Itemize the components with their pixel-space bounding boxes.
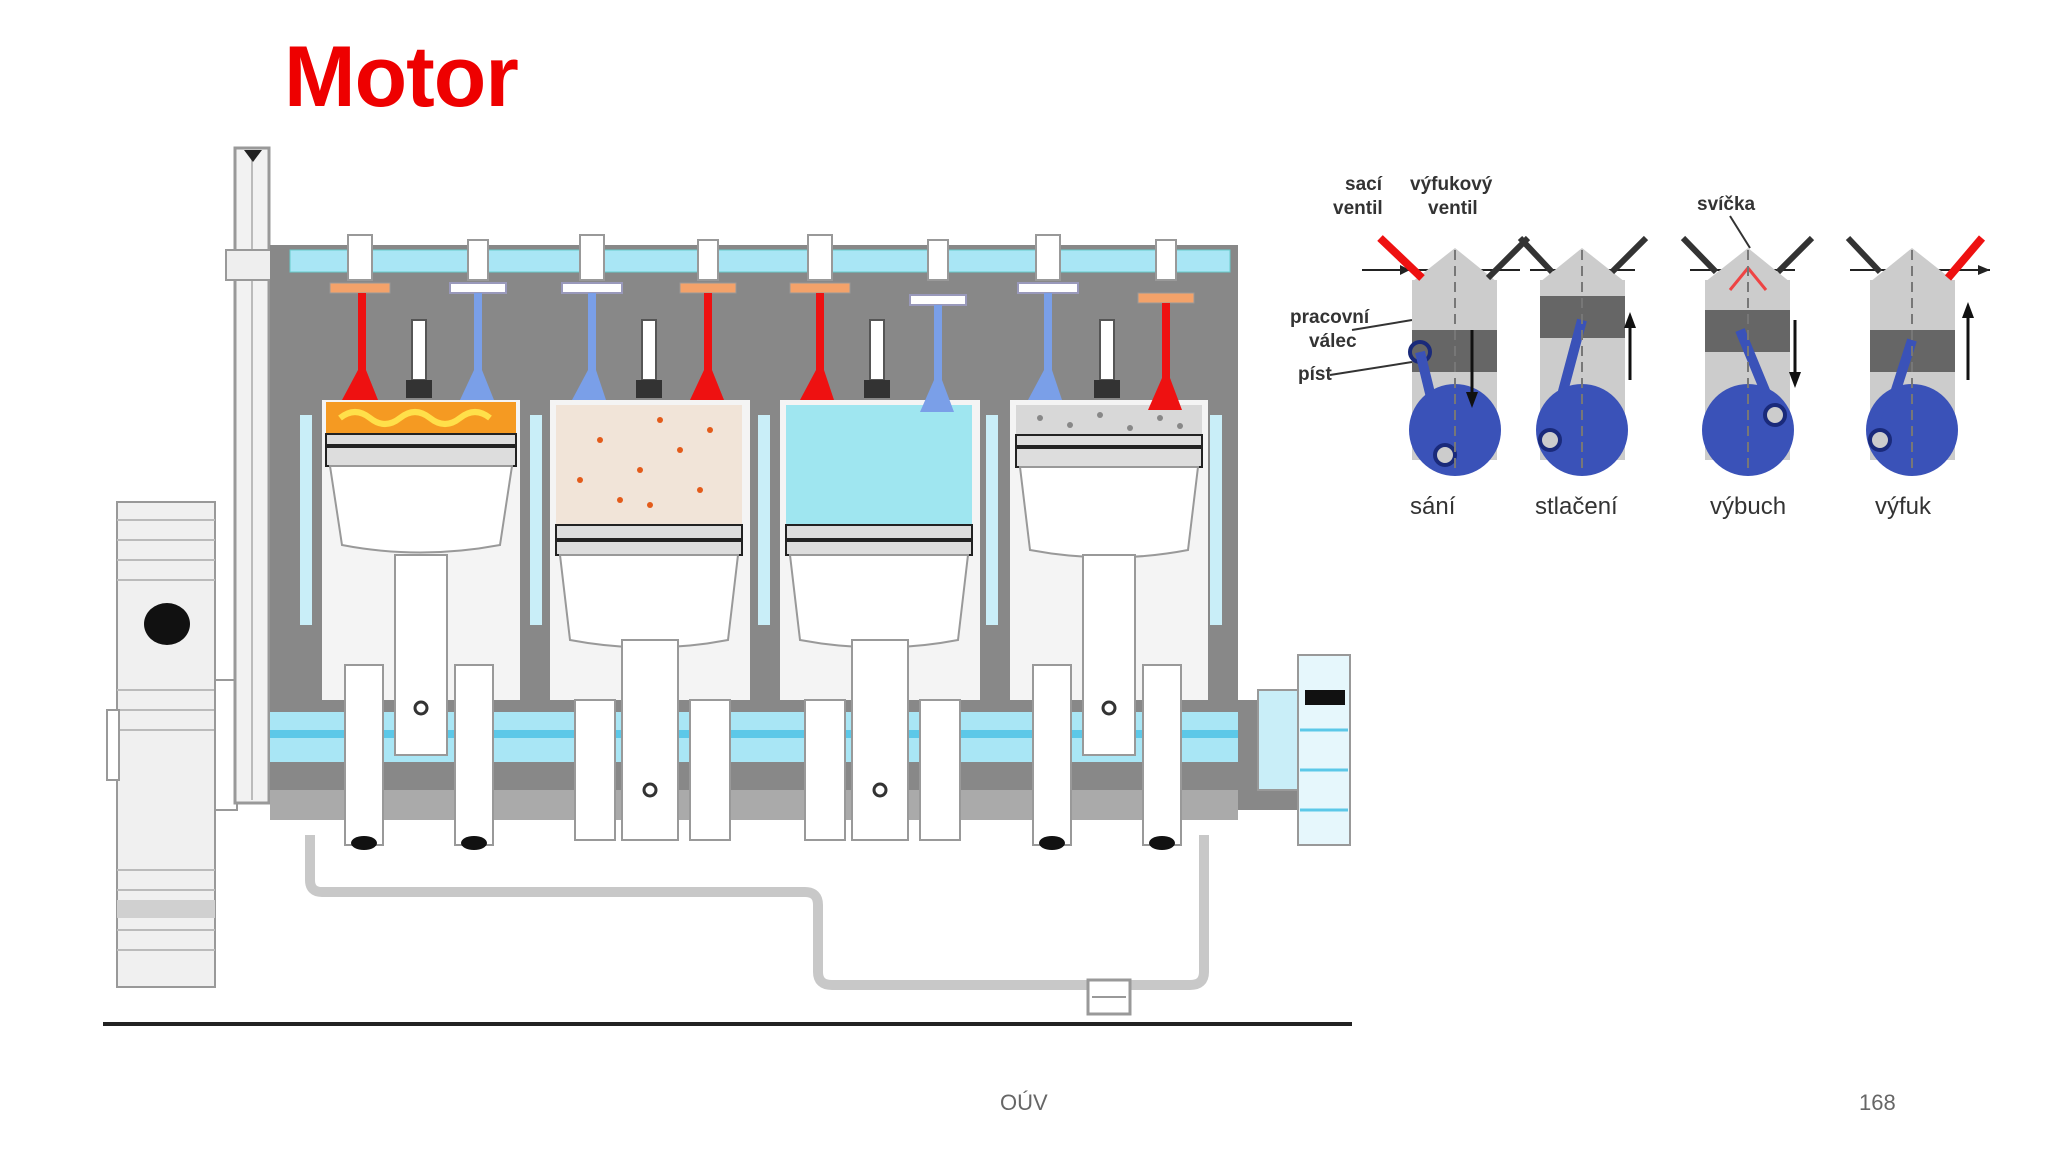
front-pulley xyxy=(1257,654,1351,846)
page-number: 168 xyxy=(1859,1090,1896,1115)
label-piston: píst xyxy=(1298,364,1332,385)
label-intake-valve-line2: ventil xyxy=(1333,198,1383,219)
flywheel xyxy=(106,501,238,988)
stroke-3-combustion: výbuch xyxy=(1680,235,1815,520)
label-spark-plug: svíčka xyxy=(1697,194,1756,215)
label-intake-valve-line1: sací xyxy=(1345,174,1383,195)
cylinder-1 xyxy=(322,234,520,850)
coolant-channels xyxy=(300,415,1222,625)
label-exhaust-valve-line1: výfukový xyxy=(1410,174,1493,195)
stroke-label-exhaust: výfuk xyxy=(1875,493,1932,520)
stroke-4-exhaust: výfuk xyxy=(1845,235,1990,520)
cylinder-2 xyxy=(550,234,750,841)
stroke-label-combustion: výbuch xyxy=(1710,493,1786,520)
oil-line xyxy=(305,835,1209,990)
stroke-2-compression: stlačení xyxy=(1517,235,1649,520)
label-cylinder-line1: pracovní xyxy=(1290,307,1370,328)
cylinder-3 xyxy=(780,234,980,841)
footer-text: OÚV xyxy=(1000,1090,1048,1115)
label-cylinder-line2: válec xyxy=(1309,331,1357,352)
stroke-1-intake: sání xyxy=(1362,235,1531,520)
cylinder-4 xyxy=(1010,234,1208,850)
slide-title: Motor xyxy=(284,29,519,125)
stroke-label-intake: sání xyxy=(1410,493,1456,520)
camshaft xyxy=(289,249,1231,273)
label-exhaust-valve-line2: ventil xyxy=(1428,198,1478,219)
stroke-label-compression: stlačení xyxy=(1535,493,1618,520)
